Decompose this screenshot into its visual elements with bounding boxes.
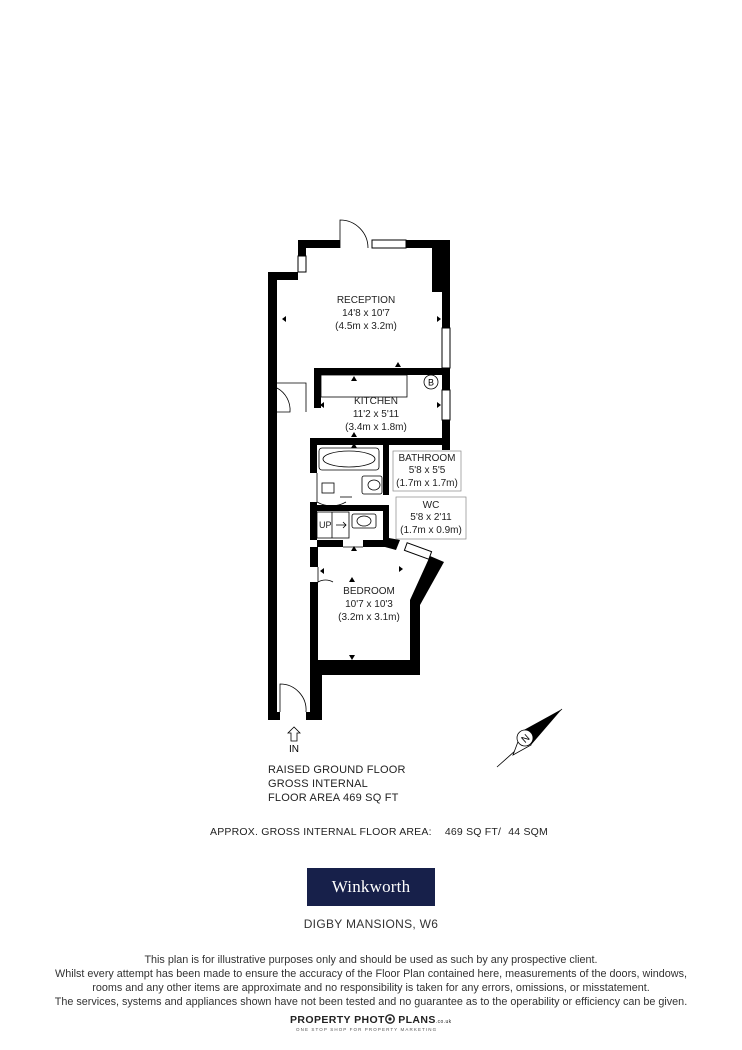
entrance-label: IN (289, 744, 299, 755)
area-summary-label: APPROX. GROSS INTERNAL FLOOR AREA: (210, 826, 432, 838)
bathroom-name: BATHROOM (398, 453, 455, 464)
bedroom-size-imperial: 10'7 x 10'3 (345, 599, 393, 610)
disclaimer-line: Whilst every attempt has been made to en… (55, 968, 687, 980)
disclaimer-line: The services, systems and appliances sho… (54, 996, 688, 1008)
floor-caption-line1: RAISED GROUND FLOOR (268, 764, 406, 776)
plan-maker-suffix: .co.uk (435, 1019, 452, 1025)
bedroom-name: BEDROOM (343, 586, 395, 597)
wc-size-metric: (1.7m x 0.9m) (400, 525, 462, 536)
bath-basin (322, 450, 376, 468)
bedroom-size-metric: (3.2m x 3.1m) (338, 612, 400, 623)
fixtures (318, 374, 408, 529)
floor-caption-line3: FLOOR AREA 469 SQ FT (268, 792, 399, 804)
stairs-up-label: UP (319, 520, 332, 530)
bathroom-size-metric: (1.7m x 1.7m) (396, 478, 458, 489)
toilet (361, 475, 383, 495)
room-kitchen: KITCHEN 11'2 x 5'11 (3.4m x 1.8m) (345, 396, 407, 433)
disclaimer-line: This plan is for illustrative purposes o… (144, 954, 598, 966)
compass-icon (496, 708, 563, 768)
plan-maker-name-2: PLANS (398, 1014, 436, 1026)
wc-size-imperial: 5'8 x 2'11 (410, 512, 452, 523)
sink (321, 482, 335, 494)
area-summary-sqm: 44 SQM (508, 826, 548, 838)
reception-size-imperial: 14'8 x 10'7 (342, 308, 390, 319)
plan-maker-tagline: ONE STOP SHOP FOR PROPERTY MARKETING (296, 1027, 438, 1032)
disclaimer: This plan is for illustrative purposes o… (0, 953, 742, 1009)
boiler-label: B (428, 378, 434, 388)
walls (268, 240, 450, 720)
bathroom-size-imperial: 5'8 x 5'5 (409, 465, 446, 476)
bathroom-label-box (392, 450, 462, 492)
room-bathroom: BATHROOM 5'8 x 5'5 (1.7m x 1.7m) (396, 453, 458, 489)
doors (276, 219, 369, 713)
room-reception: RECEPTION 14'8 x 10'7 (4.5m x 3.2m) (335, 295, 397, 332)
reception-name: RECEPTION (337, 295, 395, 306)
agent-logo-text: Winkworth (331, 877, 411, 896)
area-summary-sqft: 469 SQ FT/ (444, 826, 502, 838)
agent-logo: Winkworth (307, 868, 435, 906)
boiler-marker (423, 374, 439, 390)
plan-maker-name: PROPERTY PHOT (290, 1014, 385, 1026)
room-wc: WC 5'8 x 2'11 (1.7m x 0.9m) (400, 500, 462, 536)
floor-caption: RAISED GROUND FLOOR GROSS INTERNAL FLOOR… (268, 763, 406, 805)
kitchen-size-imperial: 11'2 x 5'11 (353, 409, 400, 420)
windows (297, 239, 451, 560)
floor-caption-line2: GROSS INTERNAL (268, 778, 368, 790)
reception-door-swing (339, 219, 369, 249)
entrance-door-swing (279, 683, 307, 713)
plan-maker-logo: PROPERTY PHOT PLANS.co.uk ONE STOP SHOP … (290, 1014, 460, 1038)
stairs (316, 511, 350, 539)
bath (318, 447, 380, 471)
room-bedroom: BEDROOM 10'7 x 10'3 (3.2m x 3.1m) (338, 586, 400, 623)
wc-toilet (351, 513, 377, 529)
property-address: DIGBY MANSIONS, W6 (303, 917, 439, 931)
wc-label-box (395, 496, 467, 540)
measurement-arrows (282, 316, 441, 660)
kitchen-door-swing (277, 382, 307, 412)
kitchen-worktop (320, 374, 408, 398)
reception-size-metric: (4.5m x 3.2m) (335, 321, 397, 332)
area-summary: APPROX. GROSS INTERNAL FLOOR AREA: 469 S… (210, 826, 548, 838)
kitchen-size-metric: (3.4m x 1.8m) (345, 422, 407, 433)
kitchen-name: KITCHEN (354, 396, 398, 407)
entrance-arrow-icon (287, 726, 301, 742)
camera-lens-icon (384, 1014, 395, 1024)
wc-name: WC (423, 500, 440, 511)
disclaimer-line: rooms and any other items are approximat… (92, 982, 650, 994)
